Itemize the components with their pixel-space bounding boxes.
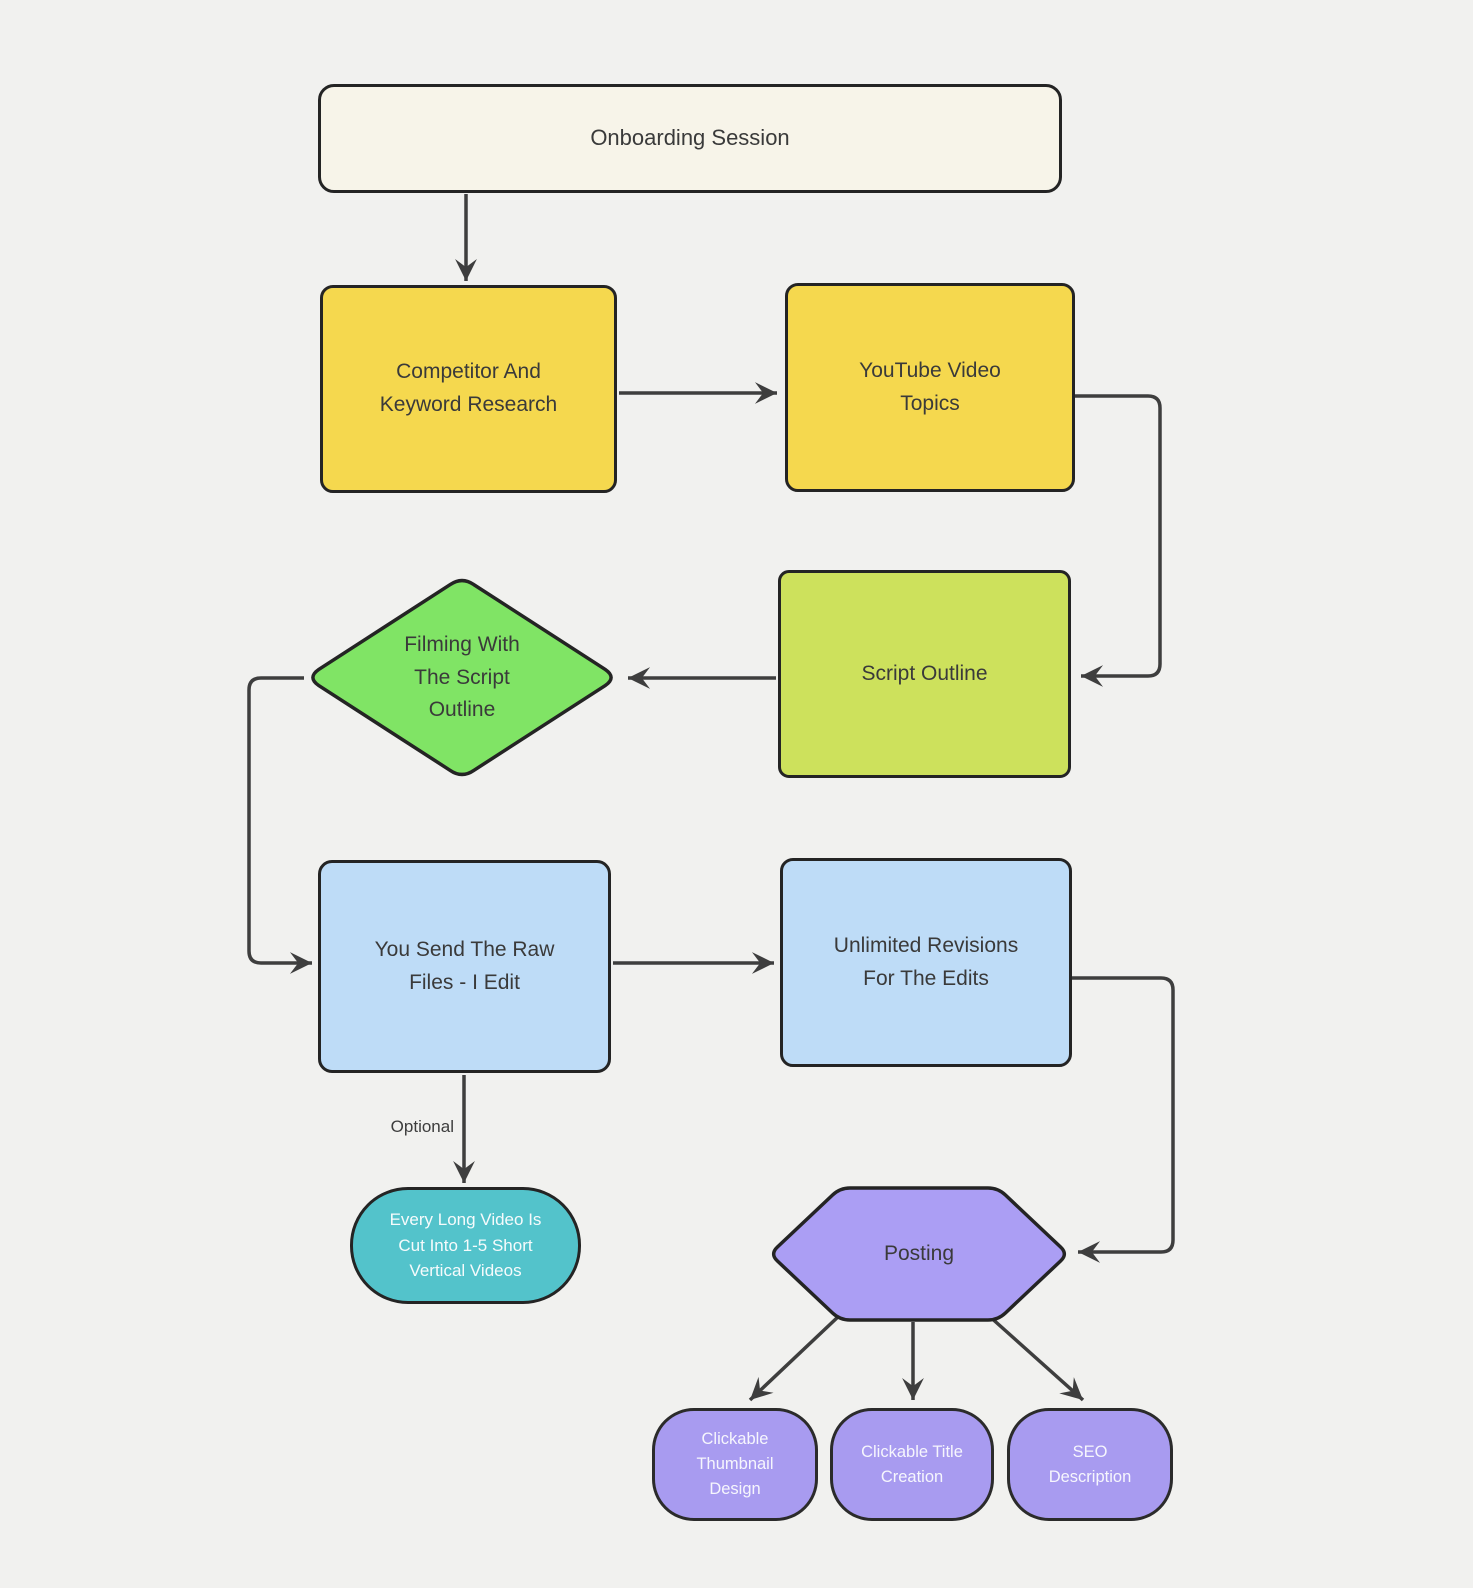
node-label: Every Long Video Is Cut Into 1-5 Short V…: [389, 1210, 542, 1281]
edge-revisions-posting: [1072, 976, 1175, 1263]
node-label: Unlimited Revisions For The Edits: [833, 933, 1019, 990]
node-clickable-thumbnail-design[interactable]: Clickable Thumbnail Design: [652, 1408, 818, 1521]
node-label: Clickable Thumbnail Design: [696, 1430, 774, 1498]
node-shorts-cutdown[interactable]: Every Long Video Is Cut Into 1-5 Short V…: [350, 1187, 581, 1304]
node-script-outline[interactable]: Script Outline: [778, 570, 1071, 778]
edge-youtube-script: [1075, 394, 1162, 687]
node-label: Clickable Title Creation: [861, 1442, 963, 1486]
edge-posting-seo: [986, 1313, 1085, 1402]
node-you-send-raw-files[interactable]: You Send The Raw Files - I Edit: [318, 860, 611, 1073]
node-clickable-title-creation[interactable]: Clickable Title Creation: [830, 1408, 994, 1521]
node-label: SEO Description: [1048, 1442, 1132, 1486]
edge-posting-thumbnail: [748, 1313, 842, 1402]
node-competitor-keyword-research[interactable]: Competitor And Keyword Research: [320, 285, 617, 493]
node-label: YouTube Video Topics: [859, 358, 1001, 415]
node-unlimited-revisions[interactable]: Unlimited Revisions For The Edits: [780, 858, 1072, 1067]
node-onboarding-session[interactable]: Onboarding Session: [318, 84, 1062, 193]
node-posting[interactable]: Posting: [766, 1184, 1072, 1324]
node-label: Posting: [883, 1241, 955, 1265]
diamond-shape: [311, 578, 613, 777]
node-filming-with-script-outline[interactable]: Filming With The Script Outline: [302, 573, 622, 783]
node-label: Script Outline: [861, 661, 988, 685]
edge-label-optional: Optional: [390, 1117, 454, 1136]
node-label: Onboarding Session: [590, 125, 790, 151]
node-label: You Send The Raw Files - I Edit: [374, 937, 555, 994]
node-label: Filming With The Script Outline: [404, 633, 520, 722]
node-youtube-video-topics[interactable]: YouTube Video Topics: [785, 283, 1075, 492]
node-seo-description[interactable]: SEO Description: [1007, 1408, 1173, 1521]
node-label: Competitor And Keyword Research: [379, 360, 558, 416]
